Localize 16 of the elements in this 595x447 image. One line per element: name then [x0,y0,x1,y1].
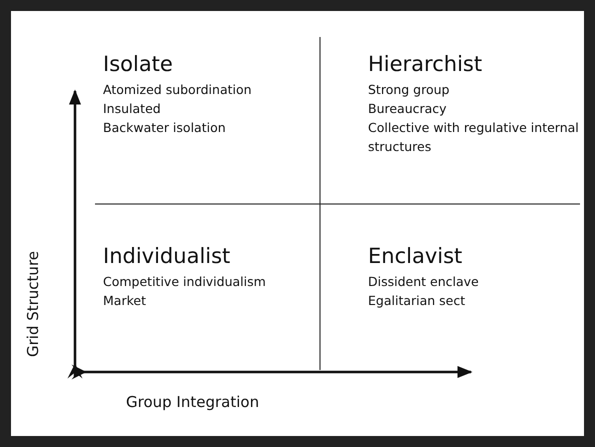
quadrant-heading: Individualist [103,244,232,269]
axis-label: Grid Structure [24,250,42,358]
quadrant-text: Competitive individualism [103,273,267,291]
axis-label: Group Integration [126,393,260,411]
quadrant-text: Collective with regulative internal structures [368,119,580,156]
quadrant-text: Strong group [368,81,450,99]
quadrant-heading: Hierarchist [368,52,484,77]
quadrant-text: Market [103,292,147,310]
quadrant-heading: Isolate [103,52,174,77]
quadrant-text: Egalitarian sect [368,292,466,310]
quadrant-text: Dissident enclave [368,273,480,291]
quadrant-text: Backwater isolation [103,119,227,137]
quadrant-heading: Enclavist [368,244,464,269]
quadrant-text: Bureaucracy [368,100,448,118]
quadrant-text: Atomized subordination [103,81,253,99]
quadrant-text: Insulated [103,100,162,118]
